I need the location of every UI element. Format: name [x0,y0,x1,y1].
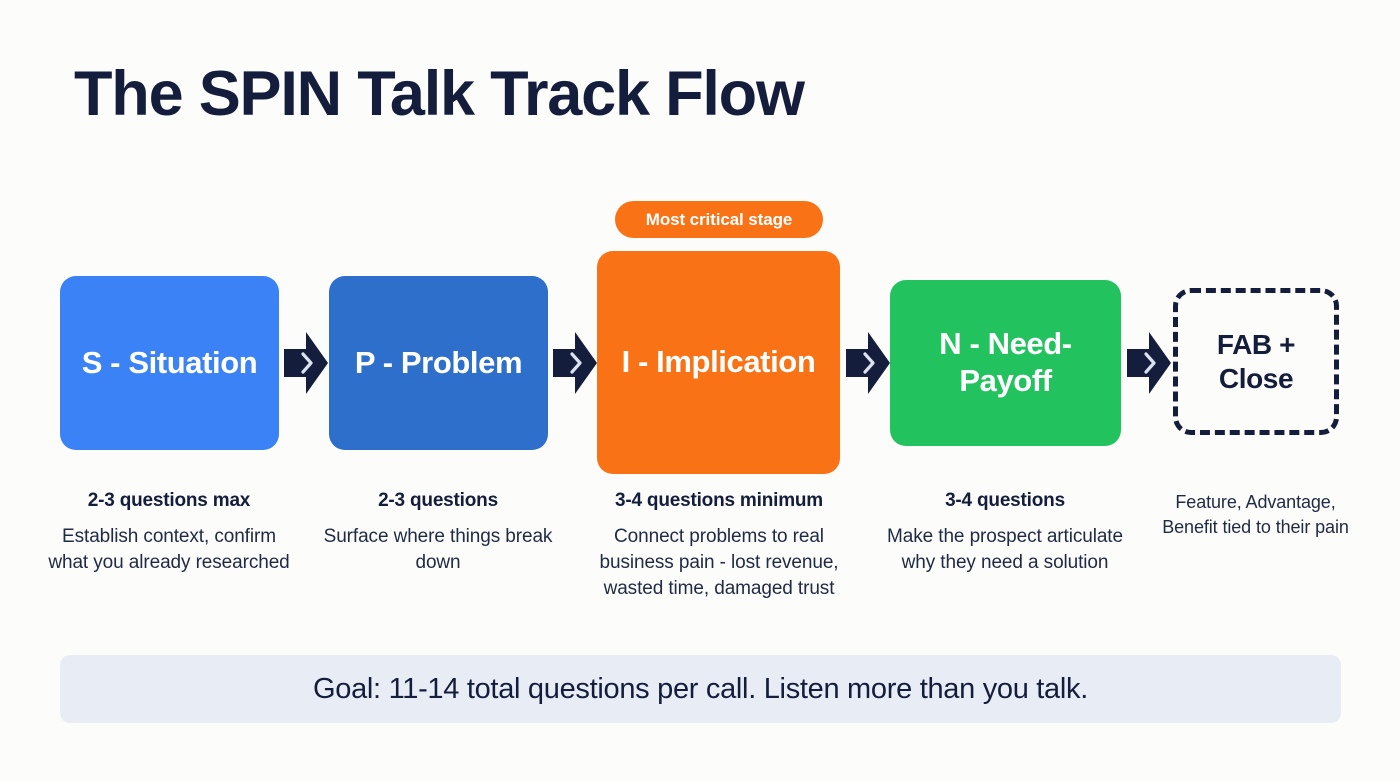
flow-arrow-1-icon [284,332,328,394]
caption-heading: 3-4 questions [945,490,1065,511]
page-title: The SPIN Talk Track Flow [74,59,805,129]
caption-implication: 3-4 questions minimum Connect problems t… [588,490,850,602]
stage-box-problem[interactable]: P - Problem [329,276,548,450]
caption-heading: 3-4 questions minimum [614,490,823,511]
flow-arrow-4-icon [1127,332,1171,394]
flow-arrow-2-icon [553,332,597,394]
caption-fab-close: Feature, Advantage, Benefit tied to thei… [1148,490,1363,539]
caption-body: Establish context, confirm what you alre… [48,525,290,573]
flow-arrow-3-icon [846,332,890,394]
stage-box-implication[interactable]: I - Implication [597,251,840,474]
stage-box-need-payoff[interactable]: N - Need-Payoff [890,280,1121,446]
caption-need-payoff: 3-4 questions Make the prospect articula… [880,490,1130,576]
flow-diagram: S - Situation P - Problem I - Implicatio… [60,251,1339,474]
caption-heading: 2-3 questions max [87,490,251,511]
caption-body: Connect problems to real business pain -… [599,525,839,599]
stage-box-situation[interactable]: S - Situation [60,276,279,450]
caption-body: Make the prospect articulate why they ne… [887,525,1123,573]
most-critical-stage-badge: Most critical stage [615,201,823,238]
stage-box-fab-close[interactable]: FAB + Close [1173,288,1339,435]
caption-body: Surface where things break down [323,525,553,573]
goal-footer-bar: Goal: 11-14 total questions per call. Li… [60,655,1341,723]
caption-situation: 2-3 questions max Establish context, con… [44,490,294,576]
caption-problem: 2-3 questions Surface where things break… [313,490,563,576]
caption-body: Feature, Advantage, Benefit tied to thei… [1162,492,1349,537]
caption-heading: 2-3 questions [378,490,498,511]
